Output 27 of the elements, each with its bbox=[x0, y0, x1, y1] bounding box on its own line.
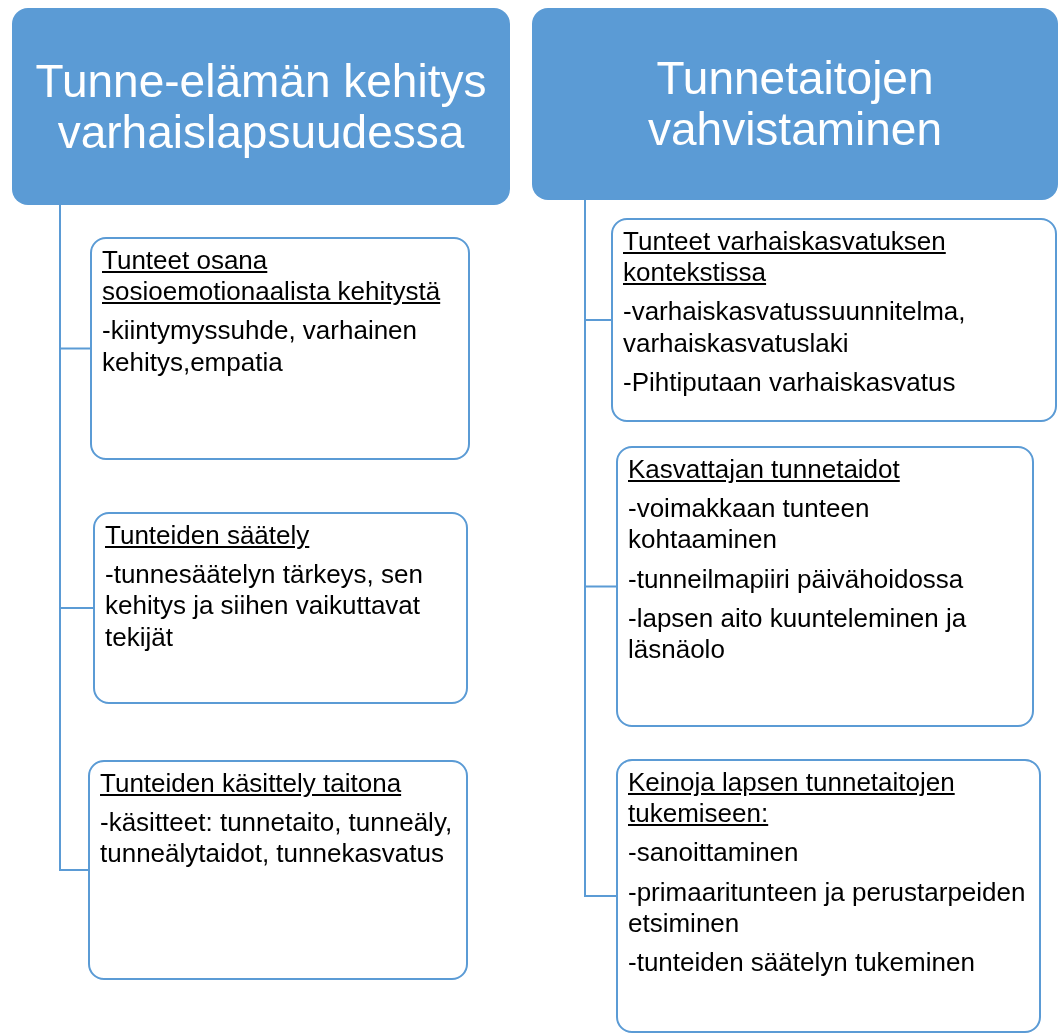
topic-item: -lapsen aito kuunteleminen ja läsnäolo bbox=[628, 602, 968, 666]
topic-item: -tunteiden säätelyn tukeminen bbox=[628, 946, 976, 979]
topic-item: -käsitteet: tunnetaito, tunneäly, tunneälytaidot, tunnekasvatus bbox=[100, 807, 454, 870]
header-box bbox=[532, 8, 1058, 200]
topic-box bbox=[616, 446, 1034, 727]
topic-box bbox=[616, 759, 1041, 1033]
topic-item: -kiintymyssuhde, varhainen kehitys,empatia bbox=[102, 315, 419, 378]
topic-item: -varhaiskasvatussuunnitelma, varhaiskasvatuslaki bbox=[623, 296, 967, 359]
topic-heading: Tunteet osana sosioemotionaalista kehitystä bbox=[102, 245, 442, 308]
topic-item: -primaaritunteen ja perustarpeiden etsiminen bbox=[628, 876, 1027, 939]
topic-item: -sanoittaminen bbox=[628, 837, 800, 869]
header-title: Tunne-elämän kehitys varhaislapsuudessa bbox=[34, 55, 488, 158]
topic-heading: Tunteet varhaiskasvatuksen kontekstissa bbox=[623, 226, 947, 289]
topic-heading: Tunteiden säätely bbox=[105, 520, 311, 552]
topic-box bbox=[93, 512, 468, 704]
topic-box bbox=[88, 760, 468, 980]
header-box bbox=[12, 8, 510, 205]
topic-box bbox=[90, 237, 470, 460]
topic-box bbox=[611, 218, 1057, 422]
topic-item: -Pihtiputaan varhaiskasvatus bbox=[623, 366, 957, 398]
header-title: Tunnetaitojen vahvistaminen bbox=[646, 53, 943, 155]
topic-heading: Tunteiden käsittely taitona bbox=[100, 768, 403, 800]
topic-item: -voimakkaan tunteen kohtaaminen bbox=[628, 493, 871, 556]
topic-item: -tunneilmapiiri päivähoidossa bbox=[628, 563, 965, 595]
topic-heading: Keinoja lapsen tunnetaitojen tukemiseen: bbox=[628, 767, 956, 830]
topic-heading: Kasvattajan tunnetaidot bbox=[628, 454, 901, 486]
topic-item: -tunnesäätelyn tärkeys, sen kehitys ja siihen vaikuttavat tekijät bbox=[105, 559, 424, 653]
